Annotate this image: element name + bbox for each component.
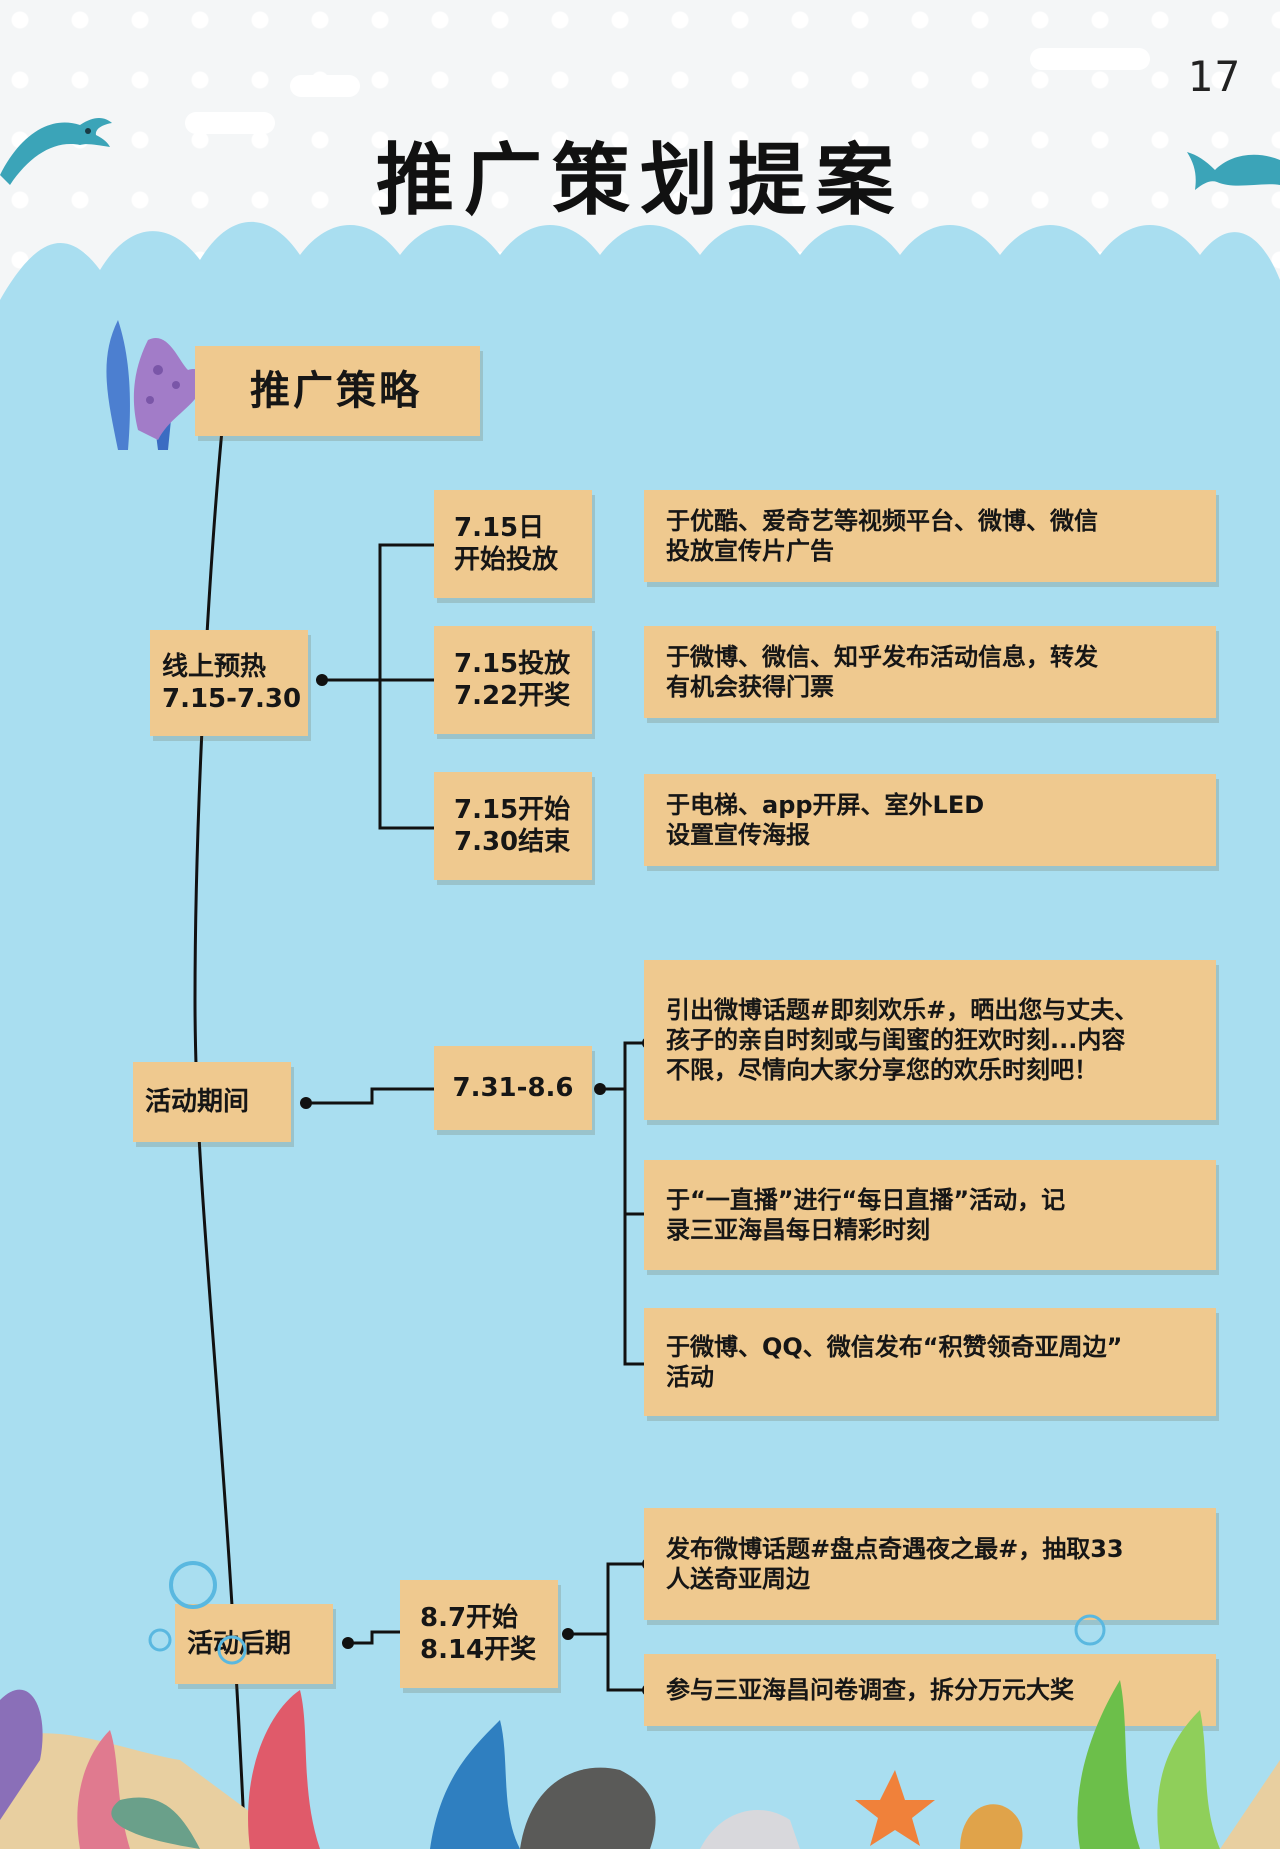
description-box: 于“一直播”进行“每日直播”活动，记 录三亚海昌每日精彩时刻 <box>644 1160 1216 1270</box>
starfish-icon <box>855 1770 935 1846</box>
seabed-decoration <box>0 1560 1280 1849</box>
date-label: 7.31-8.6 <box>434 1046 592 1130</box>
description-box: 于微博、QQ、微信发布“积赞领奇亚周边” 活动 <box>644 1308 1216 1416</box>
phase-label-during: 活动期间 <box>133 1062 291 1142</box>
date-label: 7.15日 开始投放 <box>434 490 592 598</box>
description-box: 于微博、微信、知乎发布活动信息，转发 有机会获得门票 <box>644 626 1216 718</box>
section-title: 推广策略 <box>195 346 480 436</box>
date-label: 7.15开始 7.30结束 <box>434 772 592 880</box>
description-box: 于电梯、app开屏、室外LED 设置宣传海报 <box>644 774 1216 866</box>
description-box: 引出微博话题#即刻欢乐#，晒出您与丈夫、 孩子的亲自时刻或与闺蜜的狂欢时刻...… <box>644 960 1216 1120</box>
description-box: 于优酷、爱奇艺等视频平台、微博、微信 投放宣传片广告 <box>644 490 1216 582</box>
date-label: 7.15投放 7.22开奖 <box>434 626 592 734</box>
phase-label-preheat: 线上预热 7.15-7.30 <box>150 630 308 736</box>
